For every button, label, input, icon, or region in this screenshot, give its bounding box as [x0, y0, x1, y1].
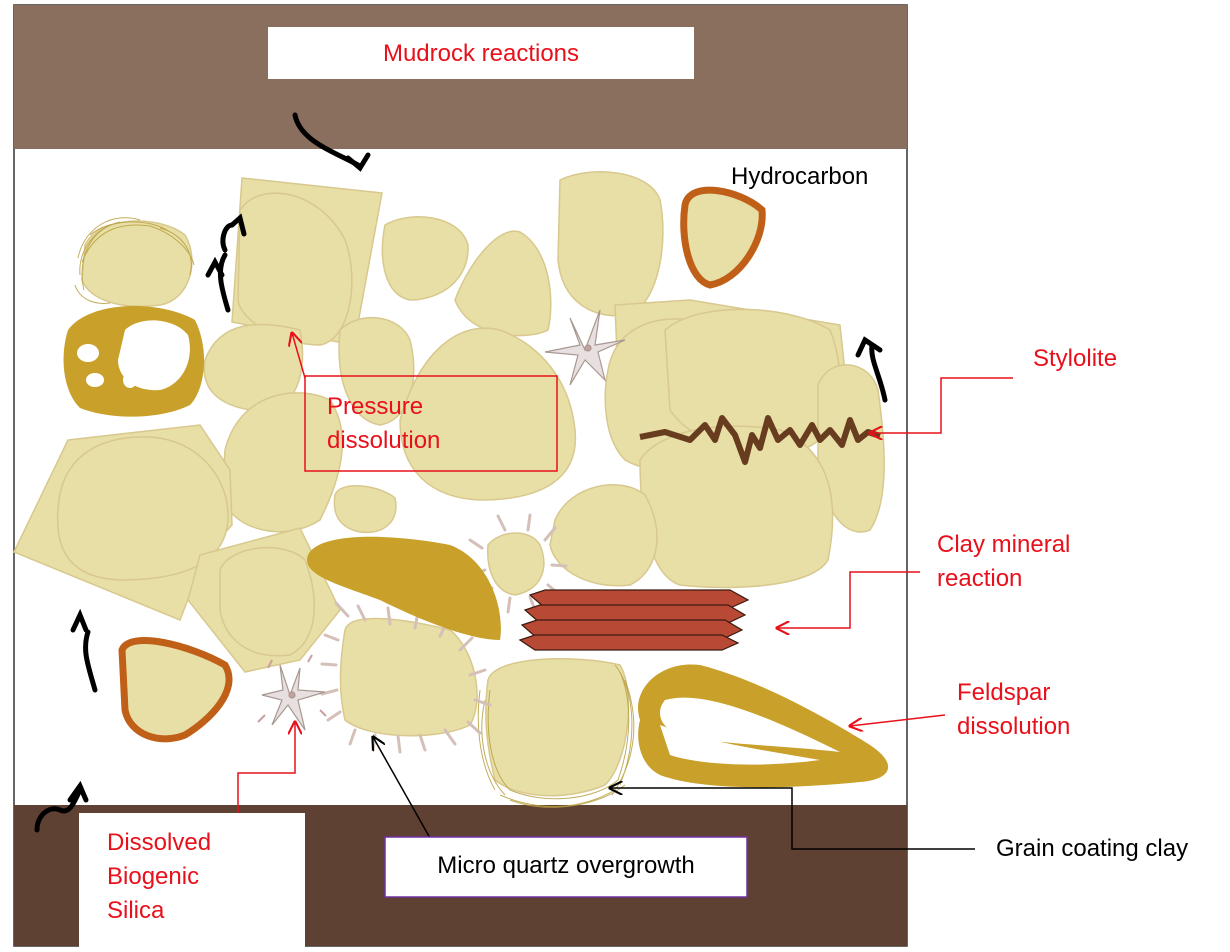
hydrocarbon-label: Hydrocarbon	[731, 160, 868, 194]
quartz-grain	[220, 548, 314, 656]
stylolite-label: Stylolite	[1033, 342, 1117, 376]
quartz-grain	[558, 172, 663, 316]
clay-mineral-reaction-label: Clay mineral reaction	[937, 528, 1070, 596]
quartz-grain	[640, 426, 833, 587]
quartz-grain	[340, 618, 477, 735]
mudrock-reactions-label: Mudrock reactions	[268, 37, 694, 71]
clay-mineral-stack	[520, 590, 748, 650]
feldspar-dissolution-label: Feldspar dissolution	[957, 676, 1070, 744]
quartz-grain	[486, 659, 629, 796]
dissolved-biogenic-silica-label: Dissolved Biogenic Silica	[107, 826, 211, 928]
micro-quartz-overgrowth-label: Micro quartz overgrowth	[385, 849, 747, 883]
pressure-dissolution-label: Pressure dissolution	[327, 390, 440, 458]
quartz-grain	[82, 221, 192, 306]
quartz-grain	[334, 486, 396, 533]
grain-coating-clay-label: Grain coating clay	[996, 832, 1188, 866]
